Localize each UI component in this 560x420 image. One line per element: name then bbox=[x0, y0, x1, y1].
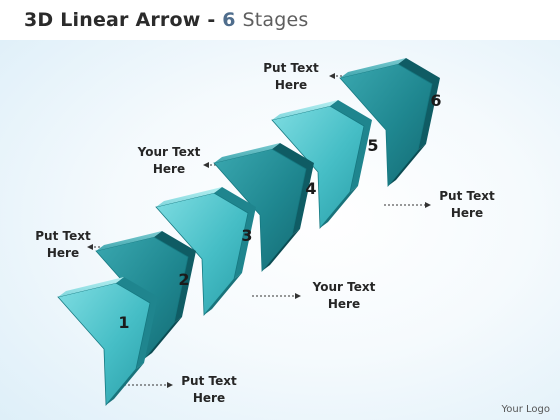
chevron-side bbox=[116, 277, 158, 369]
stage-number-4: 4 bbox=[305, 179, 316, 198]
chevron-face bbox=[57, 282, 151, 407]
callout-stage-6: Put Text Here bbox=[258, 60, 324, 94]
callout-5-line2: Here bbox=[450, 206, 484, 220]
callout-4-line2: Here bbox=[152, 162, 186, 176]
chevron-top bbox=[156, 187, 222, 207]
chevron-side bbox=[154, 231, 196, 323]
chevron-side-lower bbox=[320, 186, 358, 228]
chevron-top bbox=[272, 100, 338, 120]
title-main: 3D Linear Arrow bbox=[24, 9, 201, 31]
chevron-stage-6: 6 bbox=[339, 58, 442, 188]
title-stage-count: 6 bbox=[222, 9, 236, 31]
callout-1-line2: Here bbox=[192, 391, 226, 405]
callout-stage-2: Put Text Here bbox=[30, 228, 96, 262]
title-dash: - bbox=[207, 9, 216, 31]
chevron-stage-3: 3 bbox=[155, 187, 256, 317]
chevron-side-lower bbox=[144, 317, 182, 359]
chevron-side bbox=[272, 143, 314, 235]
callout-stage-5: Put Text Here bbox=[434, 188, 500, 222]
stage-number-2: 2 bbox=[178, 270, 189, 289]
callout-2-line1: Put Text bbox=[35, 229, 91, 243]
stage-number-1: 1 bbox=[118, 313, 129, 332]
chevron-side bbox=[330, 100, 372, 192]
chevron-side bbox=[214, 187, 256, 279]
chevron-side-lower bbox=[388, 144, 426, 186]
title-suffix: Stages bbox=[242, 9, 309, 31]
chevron-side-lower bbox=[204, 273, 242, 315]
stage-number-6: 6 bbox=[430, 91, 441, 110]
callout-6-line1: Put Text bbox=[263, 61, 319, 75]
chevron-top bbox=[214, 143, 280, 163]
chevron-stage-4: 4 bbox=[213, 143, 317, 273]
callout-stage-1: Put Text Here bbox=[176, 373, 242, 407]
chevron-side bbox=[398, 58, 440, 150]
callout-stage-3: Your Text Here bbox=[306, 279, 382, 313]
callout-3-line2: Here bbox=[327, 297, 361, 311]
chevron-stage-1: 1 bbox=[57, 277, 158, 407]
callout-4-line1: Your Text bbox=[137, 145, 201, 159]
chevron-stage-5: 5 bbox=[271, 100, 379, 230]
chevron-top bbox=[96, 231, 162, 251]
callout-1-line1: Put Text bbox=[181, 374, 237, 388]
title-bar: 3D Linear Arrow - 6 Stages bbox=[0, 0, 560, 40]
callout-2-line2: Here bbox=[46, 246, 80, 260]
chevron-top bbox=[340, 58, 406, 78]
callout-3-line1: Your Text bbox=[312, 280, 376, 294]
callout-stage-4: Your Text Here bbox=[131, 144, 207, 178]
stage-number-3: 3 bbox=[241, 226, 252, 245]
chevron-side-lower bbox=[262, 229, 300, 271]
chevron-top bbox=[58, 277, 124, 297]
callout-5-line1: Put Text bbox=[439, 189, 495, 203]
logo-text: Your Logo bbox=[501, 404, 550, 415]
stage-number-5: 5 bbox=[367, 136, 378, 155]
chevron-stages: 6 5 4 3 2 1 bbox=[57, 58, 442, 407]
callout-6-line2: Here bbox=[274, 78, 308, 92]
page-title: 3D Linear Arrow - 6 Stages bbox=[24, 9, 309, 31]
chevron-side-lower bbox=[106, 363, 144, 405]
